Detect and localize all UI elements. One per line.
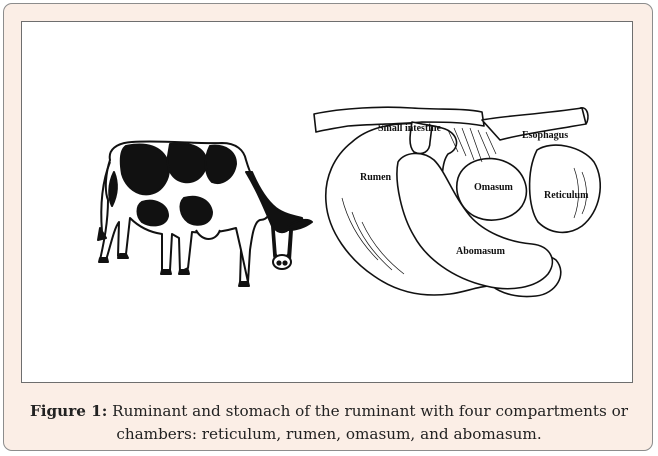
caption-text: Ruminant and stomach of the ruminant wit… [107, 402, 628, 443]
caption-label: Figure 1: [30, 402, 107, 420]
figure-caption: Figure 1: Ruminant and stomach of the ru… [14, 400, 644, 446]
label-esophagus: Esophagus [522, 130, 568, 141]
cow-illustration [98, 141, 312, 286]
label-reticulum: Reticulum [544, 190, 589, 201]
figure-image: Small intestine Esophagus Rumen Omasum R… [21, 21, 633, 383]
figure-card: Small intestine Esophagus Rumen Omasum R… [3, 3, 653, 451]
label-rumen: Rumen [360, 172, 392, 183]
label-omasum: Omasum [474, 182, 514, 193]
label-abomasum: Abomasum [456, 246, 506, 257]
label-small-intestine: Small intestine [378, 123, 442, 134]
